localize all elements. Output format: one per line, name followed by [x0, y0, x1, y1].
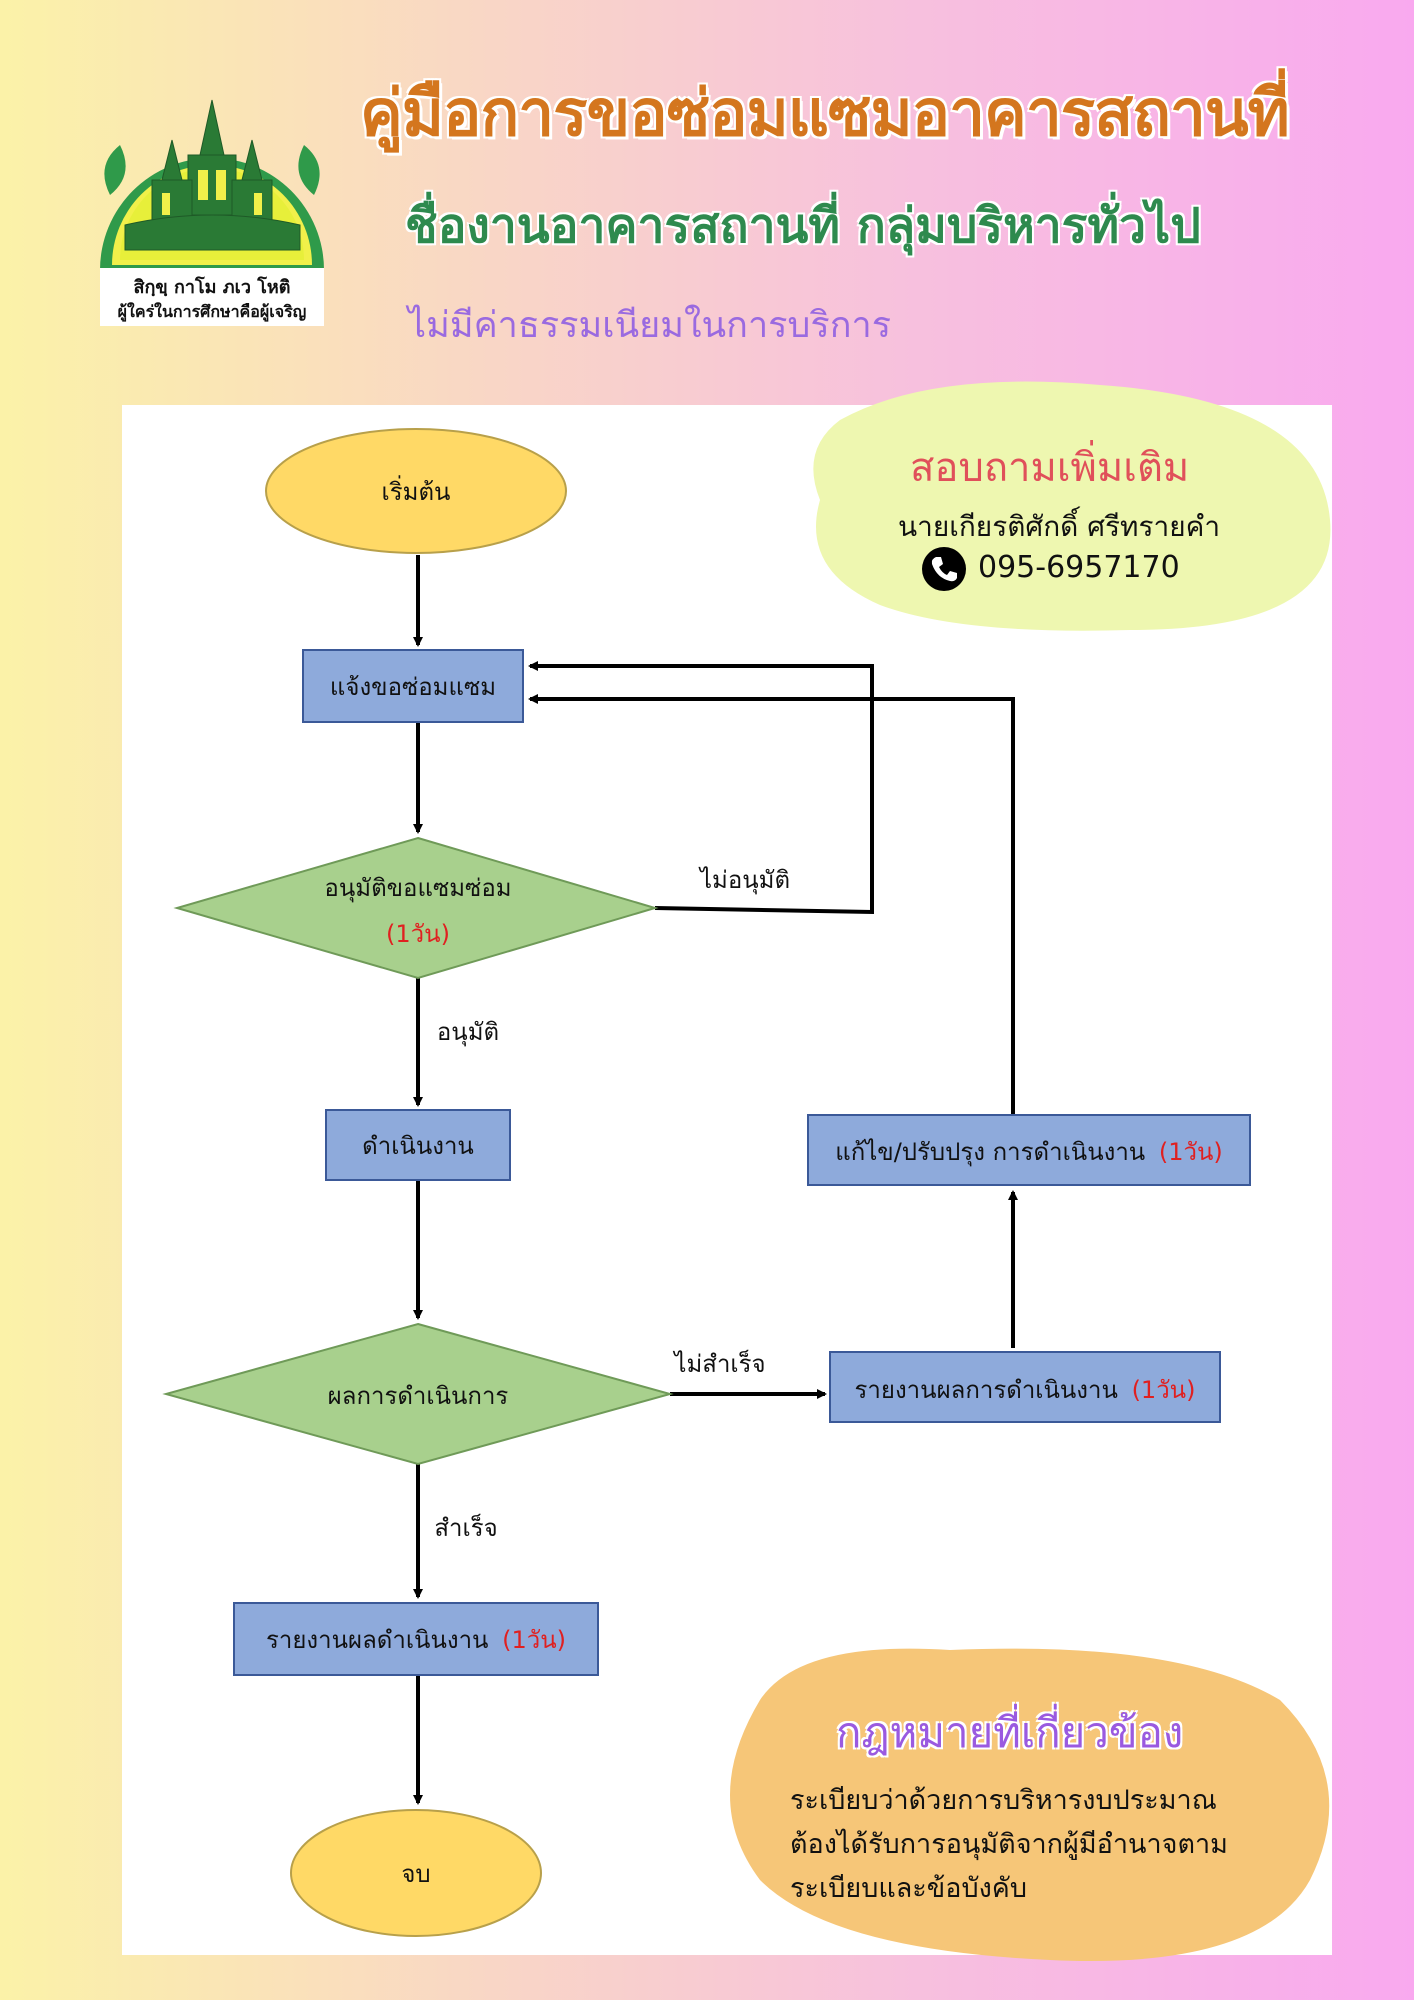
law-title: กฎหมายที่เกี่ยวข้อง: [836, 1708, 1184, 1757]
contact-name: นายเกียรติศักดิ์ ศรีทรายคำ: [898, 510, 1221, 543]
fix-node: [807, 1114, 1251, 1186]
approve-label: อนุมัติขอแซมซ่อม: [324, 874, 511, 903]
page-subtitle: ชื่องานอาคารสถานที่ กลุ่มบริหารทั่วไป: [405, 198, 1201, 254]
school-logo: สิกฺขฺ กาโม ภเว โหติ ผู้ใคร่ในการศึกษาคื…: [100, 99, 324, 326]
report-fail-node: [829, 1351, 1221, 1423]
logo-motto-line1: สิกฺขฺ กาโม ภเว โหติ: [134, 276, 291, 298]
end-node: [290, 1809, 542, 1937]
arrow-not-approved: [528, 661, 874, 915]
result-decision: [162, 1322, 674, 1466]
logo-motto-line2: ผู้ใคร่ในการศึกษาคือผู้เจริญ: [118, 302, 307, 323]
start-label: เริ่มต้น: [382, 475, 451, 506]
fee-note: ไม่มีค่าธรรมเนียมในการบริการ: [408, 305, 892, 346]
law-line-1: ระเบียบว่าด้วยการบริหารงบประมาณ: [790, 1785, 1217, 1816]
fix-text: แก้ไข/ปรับปรุง การดำเนินงาน (1วัน): [835, 1138, 1223, 1167]
result-label: ผลการดำเนินการ: [328, 1382, 509, 1410]
approve-decision: [173, 836, 659, 980]
arrow-fix-request: [528, 694, 1015, 1115]
request-label: แจ้งขอซ่อมแซม: [330, 673, 496, 701]
end-label: จบ: [401, 1860, 430, 1888]
operate-node: [325, 1109, 511, 1181]
report-fail-label: รายงานผลการดำเนินงาน: [855, 1376, 1118, 1404]
contact-phone[interactable]: 095-6957170: [978, 550, 1180, 585]
report-done-node: [233, 1602, 599, 1676]
report-done-label: รายงานผลดำเนินงาน: [266, 1626, 488, 1654]
approved-label: อนุมัติ: [437, 1018, 499, 1047]
law-line-3: ระเบียบและข้อบังคับ: [790, 1873, 1027, 1904]
not-approved-label: ไม่อนุมัติ: [698, 866, 790, 895]
phone-icon: [922, 547, 966, 591]
report-done-text: รายงานผลดำเนินงาน (1วัน): [266, 1626, 566, 1654]
start-node: [265, 428, 567, 554]
report-fail-text: รายงานผลการดำเนินงาน (1วัน): [855, 1376, 1196, 1404]
operate-label: ดำเนินงาน: [362, 1132, 474, 1160]
success-label: สำเร็จ: [434, 1513, 497, 1542]
law-line-2: ต้องได้รับการอนุมัติจากผู้มีอำนาจตาม: [790, 1829, 1228, 1860]
approve-days: (1วัน): [386, 920, 450, 948]
request-node: [302, 649, 524, 723]
failed-label: ไม่สำเร็จ: [672, 1349, 765, 1378]
contact-title: สอบถามเพิ่มเติม: [910, 445, 1190, 491]
report-done-days: (1วัน): [502, 1626, 566, 1654]
report-fail-days: (1วัน): [1132, 1376, 1196, 1404]
fix-label: แก้ไข/ปรับปรุง การดำเนินงาน: [835, 1138, 1145, 1167]
fix-days: (1วัน): [1159, 1138, 1223, 1166]
page-title: คู่มือการขอซ่อมแซมอาคารสถานที่: [360, 77, 1290, 151]
